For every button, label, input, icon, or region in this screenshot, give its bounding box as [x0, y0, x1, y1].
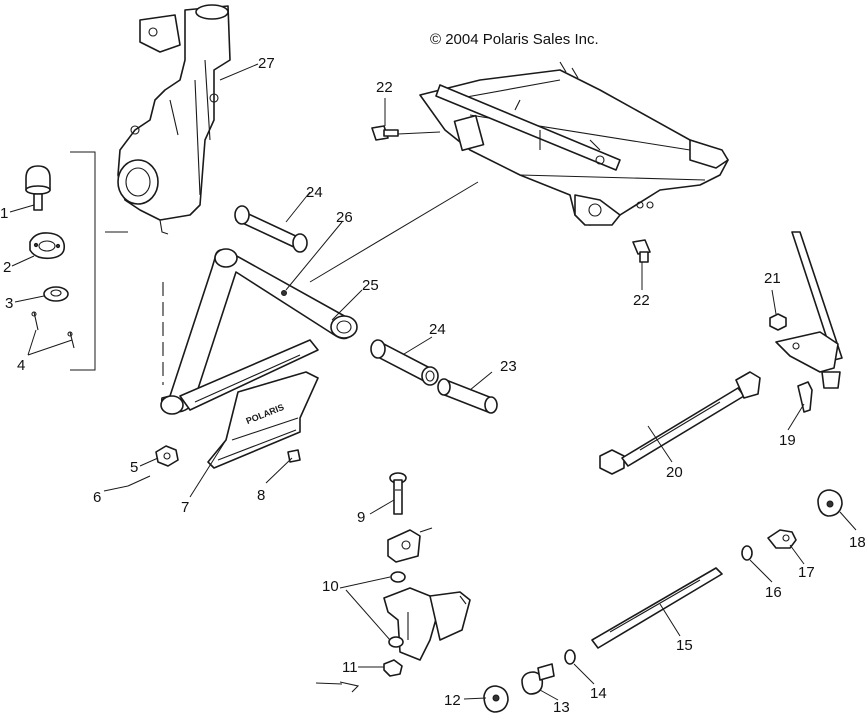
part-24-bushing-upper — [234, 205, 308, 253]
callout-24-upper: 24 — [306, 184, 323, 201]
part-20-tie-rod-assembly — [599, 371, 761, 475]
part-9-bolt — [389, 472, 407, 515]
callout-16: 16 — [765, 584, 782, 601]
part-17-boot — [767, 529, 797, 549]
callout-19: 19 — [779, 432, 796, 449]
callout-23: 23 — [500, 358, 517, 375]
part-1-ball-joint — [25, 165, 51, 211]
callout-26: 26 — [336, 209, 353, 226]
part-11-nut — [383, 659, 403, 677]
part-6-cotter-pin-upper — [127, 475, 151, 487]
part-24-bushing-lower — [370, 339, 439, 386]
callout-13: 13 — [553, 699, 570, 714]
part-18-tie-rod-end — [817, 489, 843, 517]
part-19-bolt — [797, 381, 813, 413]
copyright-text: © 2004 Polaris Sales Inc. — [430, 31, 599, 48]
part-4-cotter-pins — [31, 311, 75, 349]
callout-2: 2 — [3, 259, 11, 276]
callout-22-upper: 22 — [376, 79, 393, 96]
callout-22-lower: 22 — [633, 292, 650, 309]
callout-6-upper: 6 — [93, 489, 101, 506]
callouts: 1 2 3 4 5 6 7 8 9 10 11 12 13 14 15 16 1… — [0, 55, 866, 714]
callout-17: 17 — [798, 564, 815, 581]
part-3-nut — [43, 286, 69, 302]
part-10-washer-lower — [388, 636, 404, 648]
callout-20: 20 — [666, 464, 683, 481]
callout-3: 3 — [5, 295, 13, 312]
callout-10: 10 — [322, 578, 339, 595]
part-22-bolt-lower — [632, 239, 651, 263]
part-25-a-arm — [160, 248, 358, 415]
part-13-boot — [521, 663, 555, 695]
callout-15: 15 — [676, 637, 693, 654]
part-2-flange-plate — [29, 232, 66, 260]
part-10-washer-upper — [390, 571, 406, 583]
alignment-line — [309, 181, 479, 283]
part-23-spacer — [437, 378, 498, 414]
callout-5: 5 — [130, 459, 138, 476]
callout-24-lower: 24 — [429, 321, 446, 338]
part-6-cotter-pin-lower — [339, 681, 360, 693]
part-21-nut — [769, 313, 787, 331]
callout-18: 18 — [849, 534, 866, 551]
part-5-nut — [155, 445, 179, 467]
callout-8: 8 — [257, 487, 265, 504]
callout-25: 25 — [362, 277, 379, 294]
callout-12: 12 — [444, 692, 461, 709]
part-16-jam-nut — [741, 545, 753, 561]
part-7-skid-plate: POLARIS — [207, 371, 319, 469]
callout-9: 9 — [357, 509, 365, 526]
frame-assembly — [419, 61, 729, 226]
clevis-assembly — [383, 527, 471, 661]
callout-14: 14 — [590, 685, 607, 702]
part-22-bolt-upper — [371, 125, 441, 141]
callout-7: 7 — [181, 499, 189, 516]
callout-11: 11 — [342, 659, 358, 676]
callout-1: 1 — [0, 205, 8, 222]
callout-4: 4 — [17, 357, 25, 374]
part-27-spindle — [117, 4, 231, 235]
part-15-tie-rod — [591, 567, 723, 649]
group-bracket — [70, 151, 96, 371]
part-12-tie-rod-end — [483, 685, 509, 713]
callout-21: 21 — [764, 270, 781, 287]
steering-post — [775, 231, 843, 389]
part-14-jam-nut — [564, 649, 576, 665]
leader-lines — [9, 63, 857, 701]
callout-27: 27 — [258, 55, 275, 72]
